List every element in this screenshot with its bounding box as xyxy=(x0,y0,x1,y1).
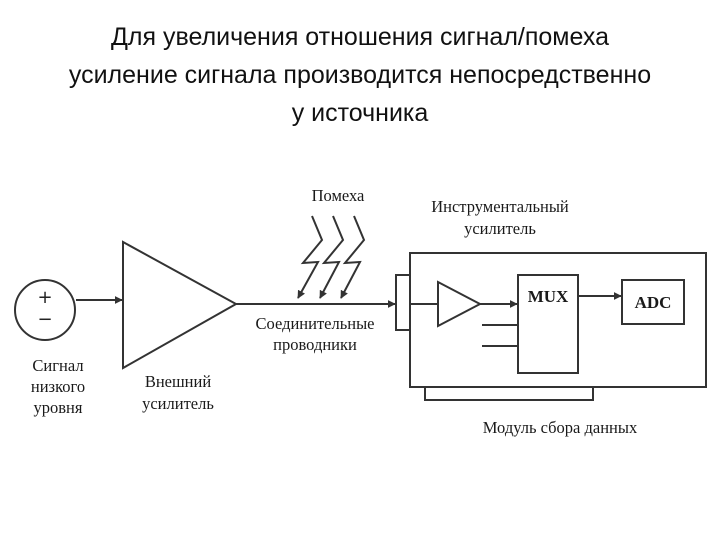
daq-module-label: Модуль сбора данных xyxy=(483,418,638,437)
wires-label-line-1: Соединительные xyxy=(256,314,375,333)
noise-bolt-3 xyxy=(340,215,366,299)
external-amplifier xyxy=(122,240,239,370)
noise-bolt-1 xyxy=(297,215,324,299)
daq-connector xyxy=(395,274,411,331)
external-amp-label-line-1: Внешний xyxy=(145,372,212,391)
source-minus: − xyxy=(37,309,52,330)
page-title: Для увеличения отношения сигнал/помеха у… xyxy=(0,18,720,132)
source-label-line-2: низкого xyxy=(31,377,85,396)
source-circle xyxy=(14,279,76,341)
noise-label: Помеха xyxy=(312,186,365,205)
mux-label: MUX xyxy=(528,287,569,306)
noise-bolt-2 xyxy=(319,215,345,299)
source-label-line-1: Сигнал xyxy=(32,356,83,375)
adc-box xyxy=(621,279,685,325)
wires-label-line-2: проводники xyxy=(273,335,357,354)
signal-source: + − xyxy=(14,279,76,341)
title-line-2: усиление сигнала производится непосредст… xyxy=(68,61,652,89)
title-line-3: у источника xyxy=(291,99,429,127)
instrumentation-amplifier xyxy=(437,280,483,328)
adc-label: ADC xyxy=(635,293,672,312)
title-line-1: Для увеличения отношения сигнал/помеха xyxy=(111,23,609,51)
source-label-line-3: уровня xyxy=(34,398,83,417)
instr-amp-label-line-2: усилитель xyxy=(464,219,536,238)
daq-module-box xyxy=(409,252,707,388)
mux-box xyxy=(517,274,579,374)
source-plus: + xyxy=(37,287,52,308)
external-amp-label-line-2: усилитель xyxy=(142,394,214,413)
instr-amp-label-line-1: Инструментальный xyxy=(431,197,569,216)
daq-module: MUX ADC xyxy=(395,252,707,401)
